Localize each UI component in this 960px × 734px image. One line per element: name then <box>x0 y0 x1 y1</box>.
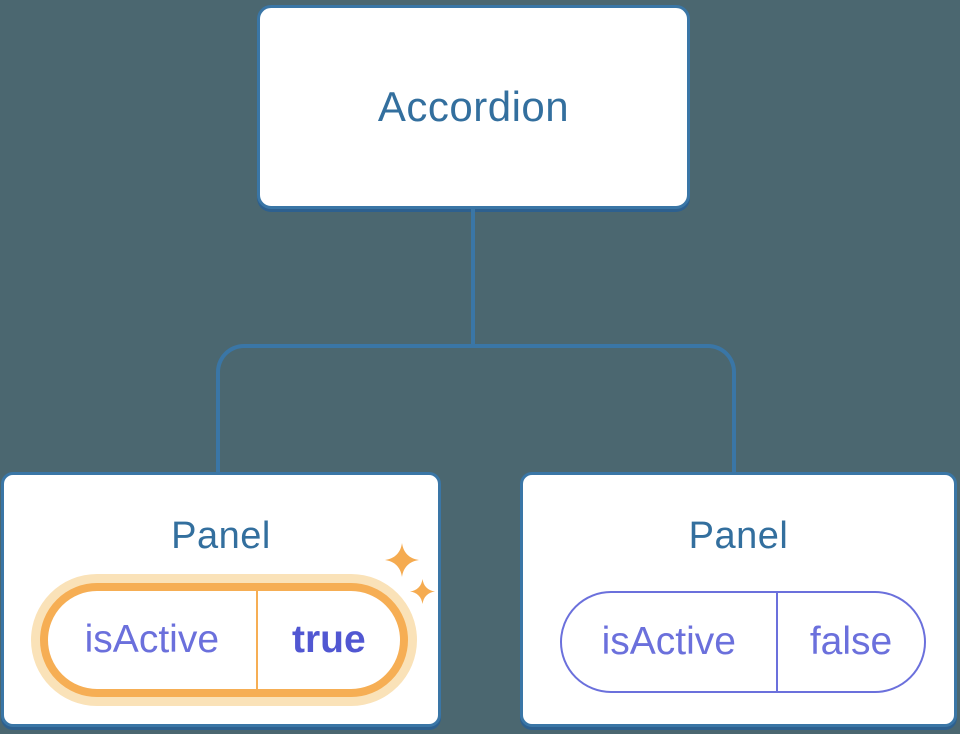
state-key-label: isActive <box>84 618 220 661</box>
sparkle-icon <box>385 543 419 577</box>
state-key-label: isActive <box>601 620 736 663</box>
state-pill-active: isActive true <box>40 583 408 697</box>
connector-bracket <box>216 344 736 472</box>
sparkle-icon <box>410 579 435 604</box>
pill-divider <box>255 591 258 689</box>
pill-divider <box>775 593 779 691</box>
panel-node-active: Panel isActive true <box>1 472 441 727</box>
panel-node-inactive: Panel isActive false <box>520 472 957 727</box>
state-value-label: false <box>809 620 893 663</box>
panel-node-label: Panel <box>171 515 271 557</box>
state-value-label: true <box>291 618 366 661</box>
panel-node-label: Panel <box>688 515 789 557</box>
accordion-node-label: Accordion <box>377 83 570 130</box>
connector-stem <box>471 208 475 347</box>
accordion-node: Accordion <box>257 5 690 209</box>
state-pill-inactive: isActive false <box>560 591 926 693</box>
